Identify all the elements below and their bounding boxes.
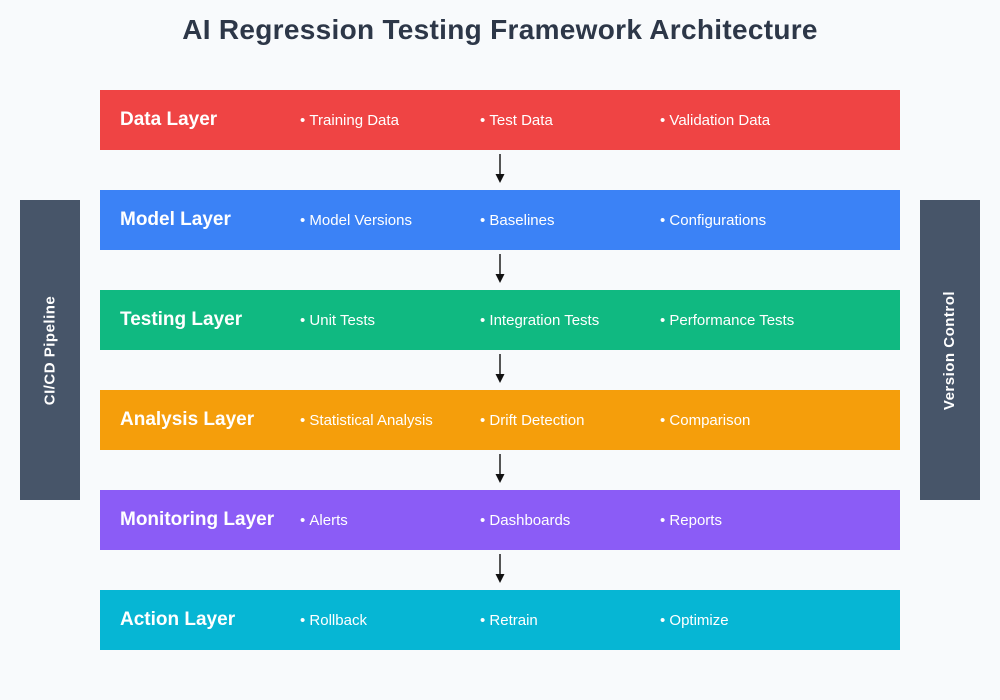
layer-title: Model Layer bbox=[120, 209, 231, 230]
layer-title: Analysis Layer bbox=[120, 409, 255, 430]
layer-item: Retrain bbox=[480, 612, 660, 629]
layer-item: Comparison bbox=[660, 412, 840, 429]
down-arrow-icon bbox=[495, 154, 505, 183]
layer-title: Testing Layer bbox=[120, 309, 243, 330]
page-title: AI Regression Testing Framework Architec… bbox=[182, 14, 818, 45]
down-arrow-icon bbox=[495, 554, 505, 583]
layer-item: Baselines bbox=[480, 212, 660, 229]
down-arrow-icon bbox=[495, 254, 505, 283]
layer-title: Action Layer bbox=[120, 609, 236, 630]
layer-row-data: Data Layer Training Data Test Data Valid… bbox=[100, 90, 900, 150]
layer-item: Rollback bbox=[300, 612, 480, 629]
layer-title: Data Layer bbox=[120, 109, 218, 130]
layer-item: Test Data bbox=[480, 112, 660, 129]
layer-item: Validation Data bbox=[660, 112, 840, 129]
layer-item: Performance Tests bbox=[660, 312, 840, 329]
layer-item: Dashboards bbox=[480, 512, 660, 529]
layer-title: Monitoring Layer bbox=[120, 509, 275, 530]
layer-item: Drift Detection bbox=[480, 412, 660, 429]
cicd-pipeline-rail: CI/CD Pipeline bbox=[20, 200, 80, 500]
layer-item: Statistical Analysis bbox=[300, 412, 480, 429]
rail-label: CI/CD Pipeline bbox=[41, 295, 59, 405]
version-control-rail: Version Control bbox=[920, 200, 980, 500]
rail-label: Version Control bbox=[941, 290, 959, 410]
layer-item: Reports bbox=[660, 512, 840, 529]
layer-row-monitoring: Monitoring Layer Alerts Dashboards Repor… bbox=[100, 490, 900, 550]
layer-row-analysis: Analysis Layer Statistical Analysis Drif… bbox=[100, 390, 900, 450]
layer-item: Unit Tests bbox=[300, 312, 480, 329]
layer-item: Integration Tests bbox=[480, 312, 660, 329]
layer-row-model: Model Layer Model Versions Baselines Con… bbox=[100, 190, 900, 250]
layer-row-testing: Testing Layer Unit Tests Integration Tes… bbox=[100, 290, 900, 350]
layer-item: Alerts bbox=[300, 512, 480, 529]
layer-item: Model Versions bbox=[300, 212, 480, 229]
layer-item: Configurations bbox=[660, 212, 840, 229]
layer-row-action: Action Layer Rollback Retrain Optimize bbox=[100, 590, 900, 650]
down-arrow-icon bbox=[495, 354, 505, 383]
layer-item: Training Data bbox=[300, 112, 480, 129]
down-arrow-icon bbox=[495, 454, 505, 483]
layer-item: Optimize bbox=[660, 612, 840, 629]
